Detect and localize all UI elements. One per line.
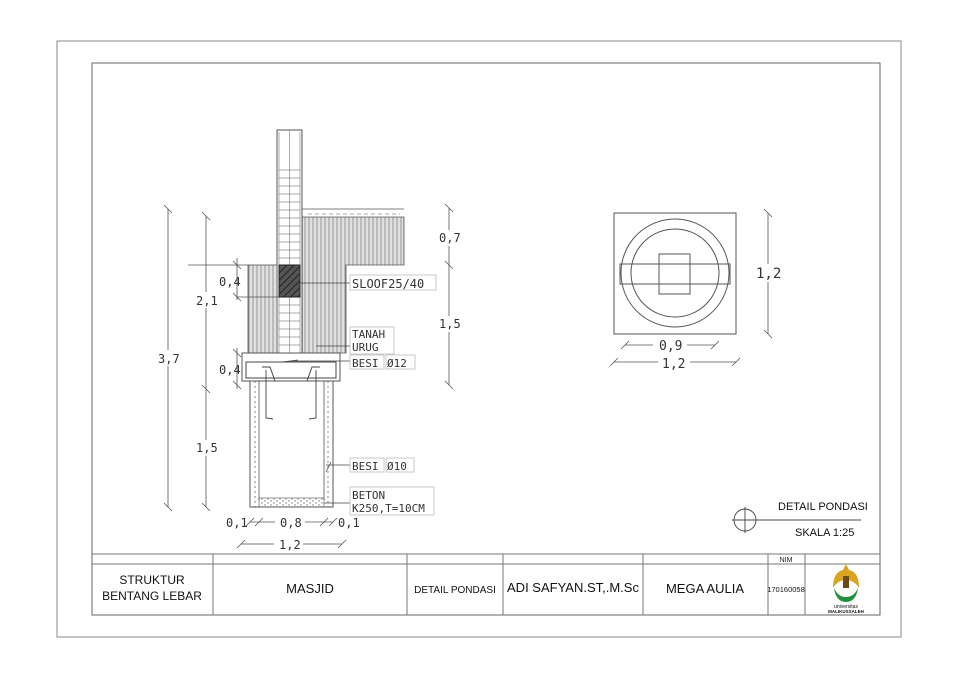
dim-0-9: 0,9 xyxy=(659,339,682,354)
label-tanah: TANAH xyxy=(352,328,385,341)
title-block xyxy=(92,553,880,615)
section-dimension-text: 3,7 2,1 0,4 0,4 1,5 0,7 1,5 0,1 0,8 0,1 … xyxy=(156,230,462,552)
course-line2: BENTANG LEBAR xyxy=(102,589,202,603)
dim-1-5-pile: 1,5 xyxy=(196,441,218,455)
label-beton-spec: K250,T=10CM xyxy=(352,502,425,515)
dim-1-2-plan-height: 1,2 xyxy=(756,266,781,282)
dim-1-5-right: 1,5 xyxy=(439,317,461,331)
dim-0-4-cap: 0,4 xyxy=(219,363,241,377)
dim-1-2-plan: 1,2 xyxy=(662,357,685,372)
sloof-beam xyxy=(278,264,301,298)
label-besi10: BESI xyxy=(352,460,379,473)
callout-scale: SKALA 1:25 xyxy=(795,527,854,539)
drawing-name: DETAIL PONDASI xyxy=(414,585,496,596)
dim-0-1-right: 0,1 xyxy=(338,516,360,530)
nim-value: 170160058 xyxy=(767,585,805,594)
dim-1-2-section: 1,2 xyxy=(279,538,301,552)
label-besi12-dia: Ø12 xyxy=(387,357,407,370)
label-besi10-dia: Ø10 xyxy=(387,460,407,473)
nim-header: NIM xyxy=(780,557,793,564)
detail-callout: DETAIL PONDASI SKALA 1:25 xyxy=(732,501,868,539)
title-block-text: NIM STRUKTUR BENTANG LEBAR MASJID DETAIL… xyxy=(102,557,805,603)
dim-0-4-sloof: 0,4 xyxy=(219,275,241,289)
label-urug: URUG xyxy=(352,341,379,354)
student-name: MEGA AULIA xyxy=(666,581,744,596)
label-sloof: SLOOF25/40 xyxy=(352,277,424,291)
outer-border xyxy=(56,40,902,638)
project-name: MASJID xyxy=(286,581,334,596)
university-logo: universitas MALIKUSSALEH xyxy=(828,564,864,614)
dim-2-1: 2,1 xyxy=(196,294,218,308)
dim-0-7: 0,7 xyxy=(439,231,461,245)
dim-0-8: 0,8 xyxy=(280,516,302,530)
section-detail xyxy=(188,129,405,508)
dim-3-7: 3,7 xyxy=(158,352,180,366)
dim-0-1-left: 0,1 xyxy=(226,516,248,530)
callout-title: DETAIL PONDASI xyxy=(778,501,868,513)
supervisor-name: ADI SAFYAN.ST,.M.Sc xyxy=(507,580,639,595)
plan-dimension-text: 0,9 1,2 1,2 xyxy=(659,264,781,372)
logo-text-2: MALIKUSSALEH xyxy=(828,609,864,614)
label-besi12: BESI xyxy=(352,357,379,370)
inner-border xyxy=(91,62,881,616)
section-labels: SLOOF25/40 TANAH URUG BESI Ø12 BESI Ø10 … xyxy=(290,274,437,516)
plan-detail xyxy=(613,212,737,335)
beton-base xyxy=(258,497,325,508)
label-beton: BETON xyxy=(352,489,385,502)
logo-text-1: universitas xyxy=(834,604,858,610)
plan-dimensions xyxy=(609,208,773,367)
course-line1: STRUKTUR xyxy=(119,573,185,587)
